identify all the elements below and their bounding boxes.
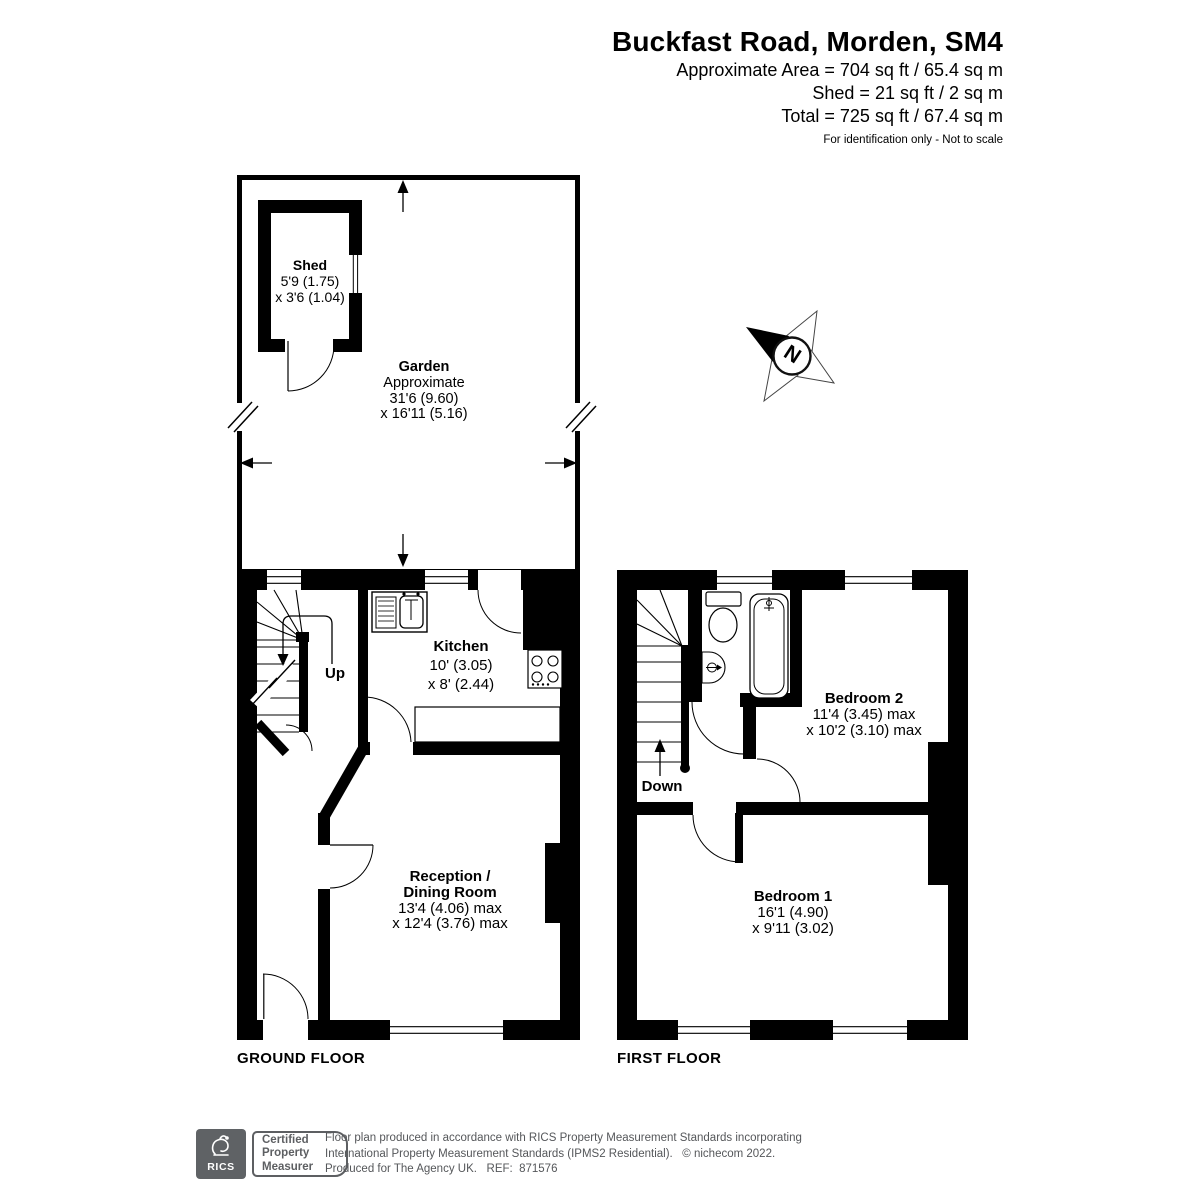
gf-back-door-opening — [478, 570, 521, 590]
gf-window-bottom — [390, 1020, 503, 1040]
first-floor-label: FIRST FLOOR — [617, 1050, 722, 1067]
kitchen-counter — [414, 706, 561, 743]
ff-bedroom1-door-arc — [692, 814, 741, 863]
shed-window — [349, 255, 362, 293]
page-title: Buckfast Road, Morden, SM4 — [611, 26, 1003, 57]
gf-understair-door-arc — [285, 724, 313, 752]
garden-arrow-up-icon — [397, 180, 409, 212]
approximate-area: Approximate Area = 704 sq ft / 65.4 sq m — [676, 60, 1003, 80]
ff-chimney-breast — [928, 742, 948, 885]
gf-chimney-breast — [545, 843, 560, 923]
scale-disclaimer: For identification only - Not to scale — [823, 134, 1003, 146]
wall-break-right-icon — [565, 401, 597, 433]
total-area: Total = 725 sq ft / 67.4 sq m — [781, 106, 1003, 126]
garden-label: Garden Approximate 31'6 (9.60) x 16'11 (… — [380, 359, 468, 423]
up-label: Up — [325, 665, 345, 682]
gf-reception-door-arc — [329, 844, 374, 889]
garden-arrow-right-icon — [545, 457, 577, 469]
gf-stairs — [250, 589, 333, 757]
ff-down-arrow-icon — [654, 739, 666, 752]
header: Buckfast Road, Morden, SM4 Approximate A… — [612, 26, 1003, 146]
rics-wordmark: RICS — [207, 1161, 235, 1173]
footer-disclaimer: Floor plan produced in accordance with R… — [325, 1132, 802, 1175]
ff-window-bottom-left — [678, 1020, 750, 1040]
gf-front-door-arc — [262, 973, 309, 1020]
garden-arrow-left-icon — [240, 457, 272, 469]
wash-basin — [701, 651, 726, 684]
ff-window-top-bedroom2 — [845, 570, 912, 590]
bedroom1-label: Bedroom 1 16'1 (4.90) x 9'11 (3.02) — [752, 888, 834, 937]
shed-label: Shed 5'9 (1.75) x 3'6 (1.04) — [275, 257, 345, 305]
wall-break-left-icon — [227, 401, 259, 433]
ff-window-bottom-right — [833, 1020, 907, 1040]
down-label: Down — [641, 778, 683, 795]
garden-plan — [227, 175, 597, 574]
kitchen-label: Kitchen 10' (3.05) x 8' (2.44) — [427, 638, 495, 693]
kitchen-sink — [371, 591, 428, 633]
rics-lion-icon — [211, 1135, 229, 1156]
bedroom2-label: Bedroom 2 11'4 (3.45) max x 10'2 (3.10) … — [806, 690, 922, 739]
shed-door-opening — [285, 339, 333, 352]
kitchen-hob — [527, 649, 563, 689]
gf-up-arrow-icon — [277, 654, 289, 666]
shed-plan — [258, 200, 362, 392]
ff-bedroom2-door-arc — [756, 758, 801, 803]
shed-door-arc — [287, 344, 335, 392]
gf-back-door-arc — [477, 589, 522, 634]
stair-break-icon — [250, 659, 296, 707]
compass-rose-icon — [746, 309, 836, 403]
first-floor-plan — [617, 570, 968, 1040]
ground-floor-plan — [237, 570, 580, 1040]
toilet — [705, 591, 742, 643]
ff-bathroom-door-arc — [691, 701, 745, 755]
reception-label: Reception / Dining Room 13'4 (4.06) max … — [392, 868, 508, 933]
garden-arrow-down-icon — [397, 534, 409, 567]
gf-kitchen-door-arc — [363, 696, 412, 743]
rics-logo: RICS — [196, 1129, 246, 1179]
certified-property-measurer-badge: Certified Property Measurer — [252, 1131, 348, 1177]
gf-window-top-left — [267, 570, 301, 590]
gf-front-door-opening — [263, 1020, 308, 1040]
bathtub — [749, 593, 789, 699]
shed-area: Shed = 21 sq ft / 2 sq m — [812, 83, 1003, 103]
gf-up-path — [282, 615, 333, 664]
ff-window-top-bathroom — [717, 570, 772, 590]
ff-stairs — [636, 589, 690, 776]
gf-window-kitchen — [425, 570, 468, 590]
ground-floor-label: GROUND FLOOR — [237, 1050, 366, 1067]
